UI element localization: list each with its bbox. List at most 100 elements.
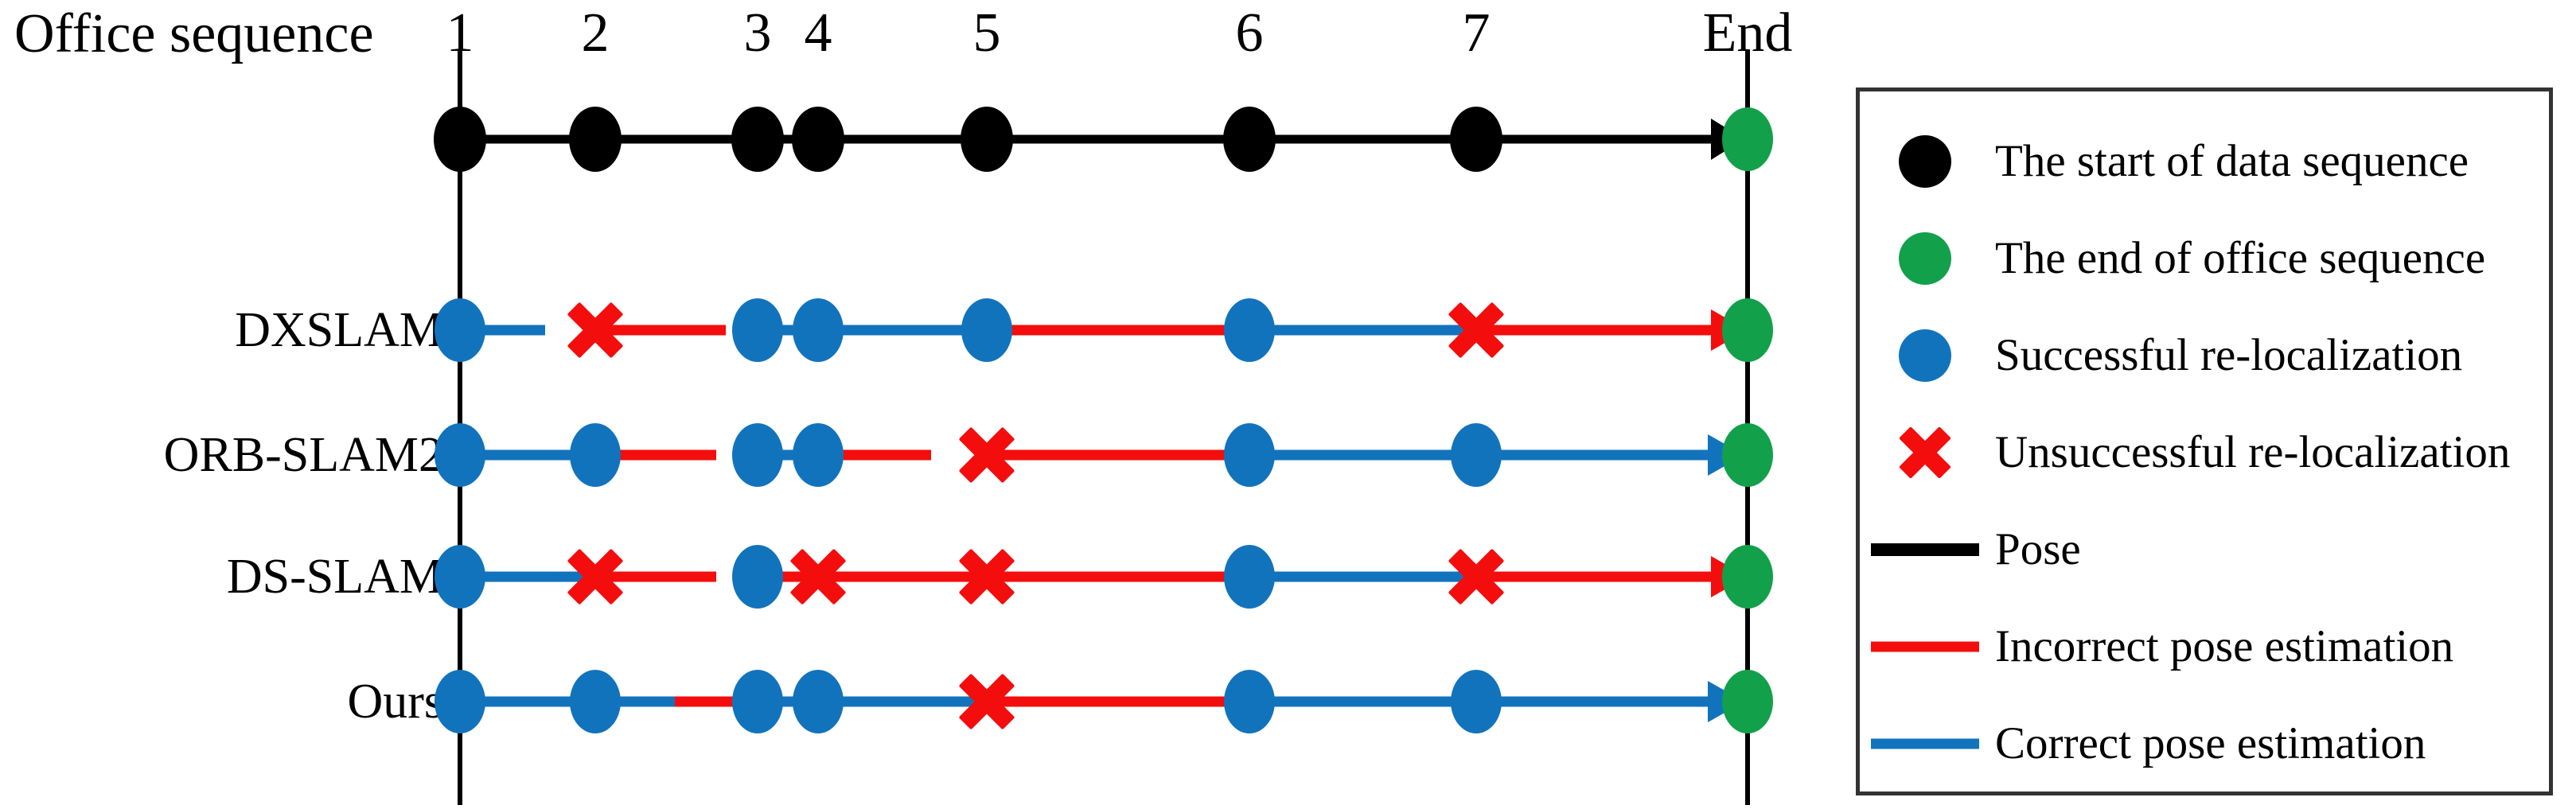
marker-dot-blue bbox=[732, 670, 783, 733]
legend-symbol-line bbox=[1860, 599, 1995, 694]
marker-dot-blue bbox=[1224, 298, 1275, 362]
legend-item-6: Correct pose estimation bbox=[1860, 696, 2549, 791]
segment-blue bbox=[460, 696, 595, 707]
marker-dot-green bbox=[1722, 670, 1773, 733]
marker-dot-black bbox=[961, 107, 1013, 172]
marker-dot-blue bbox=[793, 670, 844, 733]
legend-symbol-line bbox=[1860, 696, 1995, 791]
row-label-ours: Ours bbox=[347, 675, 443, 729]
column-label-3: 3 bbox=[743, 2, 772, 64]
column-label-5: 5 bbox=[972, 2, 1001, 64]
column-label-2: 2 bbox=[581, 2, 610, 64]
legend-label: Incorrect pose estimation bbox=[1995, 621, 2454, 671]
segment-red bbox=[595, 571, 716, 582]
segment-blue bbox=[818, 696, 977, 707]
legend-dot-icon bbox=[1899, 135, 1951, 188]
segment-blue bbox=[1476, 696, 1708, 707]
marker-dot-black bbox=[731, 107, 784, 172]
legend-line-icon bbox=[1871, 738, 1979, 749]
page-title: Office sequence bbox=[14, 3, 374, 64]
marker-dot-blue bbox=[570, 670, 621, 733]
marker-x-unsuccessful bbox=[957, 671, 1017, 732]
column-label-6: 6 bbox=[1235, 2, 1264, 64]
segment-red bbox=[995, 325, 1249, 336]
legend-label: Unsuccessful re-localization bbox=[1995, 427, 2511, 477]
segment-red bbox=[1476, 571, 1711, 582]
segment-blue bbox=[1249, 325, 1464, 336]
marker-dot-blue bbox=[1224, 670, 1275, 733]
legend-item-0: The start of data sequence bbox=[1860, 114, 2549, 209]
marker-dot-green bbox=[1722, 107, 1773, 171]
segment-blue bbox=[460, 571, 595, 582]
column-label-7: 7 bbox=[1462, 2, 1491, 64]
legend-item-4: Pose bbox=[1860, 502, 2549, 597]
legend-symbol-dot bbox=[1860, 114, 1995, 209]
segment-blue bbox=[1249, 571, 1471, 582]
marker-dot-blue bbox=[435, 298, 485, 362]
segment-blue bbox=[1249, 696, 1476, 707]
marker-dot-blue bbox=[961, 298, 1012, 362]
legend-symbol-dot bbox=[1860, 211, 1995, 306]
marker-dot-blue bbox=[1451, 423, 1502, 487]
marker-dot-blue bbox=[435, 545, 485, 609]
marker-dot-blue bbox=[435, 670, 485, 733]
segment-blue bbox=[1249, 449, 1476, 461]
segment-blue bbox=[818, 325, 965, 336]
legend-symbol-line bbox=[1860, 502, 1995, 597]
row-label-ds-slam: DS-SLAM bbox=[226, 550, 443, 604]
segment-red bbox=[603, 325, 726, 336]
legend-label: The start of data sequence bbox=[1995, 136, 2469, 186]
marker-dot-blue bbox=[732, 298, 783, 362]
marker-dot-black bbox=[1223, 107, 1276, 172]
legend-item-1: The end of office sequence bbox=[1860, 211, 2549, 306]
legend-x-icon bbox=[1897, 425, 1953, 480]
legend-dot-icon bbox=[1899, 232, 1951, 285]
legend-symbol-x bbox=[1860, 405, 1995, 500]
marker-dot-blue bbox=[1224, 423, 1275, 487]
marker-dot-blue bbox=[732, 423, 783, 487]
marker-dot-blue bbox=[793, 298, 844, 362]
legend-label: The end of office sequence bbox=[1995, 233, 2486, 283]
marker-dot-green bbox=[1722, 545, 1773, 609]
marker-dot-blue bbox=[570, 423, 621, 487]
segment-blue bbox=[1476, 449, 1708, 461]
marker-dot-blue bbox=[732, 545, 783, 609]
legend-line-icon bbox=[1871, 641, 1979, 652]
marker-dot-blue bbox=[1224, 545, 1275, 609]
marker-dot-blue bbox=[435, 423, 485, 487]
marker-dot-green bbox=[1722, 423, 1773, 487]
segment-red bbox=[996, 696, 1249, 707]
segment-red bbox=[1482, 325, 1711, 336]
legend-dot-icon bbox=[1899, 329, 1951, 382]
marker-dot-green bbox=[1722, 298, 1773, 362]
legend-label: Correct pose estimation bbox=[1995, 718, 2426, 768]
row-label-orb-slam2: ORB-SLAM2 bbox=[163, 428, 443, 482]
legend-label: Successful re-localization bbox=[1995, 330, 2463, 380]
marker-dot-blue bbox=[1451, 670, 1502, 733]
segment-red bbox=[999, 449, 1249, 461]
segment-red bbox=[987, 571, 1249, 582]
marker-dot-black bbox=[1450, 107, 1502, 172]
legend-line-icon bbox=[1871, 543, 1979, 556]
legend-item-2: Successful re-localization bbox=[1860, 308, 2549, 403]
row-label-dxslam: DXSLAM bbox=[235, 303, 443, 357]
legend-item-3: Unsuccessful re-localization bbox=[1860, 405, 2549, 500]
marker-dot-black bbox=[569, 107, 622, 172]
marker-dot-black bbox=[434, 107, 486, 172]
marker-dot-black bbox=[792, 107, 844, 172]
marker-dot-blue bbox=[793, 423, 844, 487]
column-label-4: 4 bbox=[804, 2, 832, 64]
segment-red bbox=[613, 449, 716, 461]
legend-label: Pose bbox=[1995, 524, 2081, 574]
segment-red bbox=[824, 449, 931, 461]
legend-symbol-dot bbox=[1860, 308, 1995, 403]
legend-item-5: Incorrect pose estimation bbox=[1860, 599, 2549, 694]
segment-blue bbox=[460, 449, 595, 461]
